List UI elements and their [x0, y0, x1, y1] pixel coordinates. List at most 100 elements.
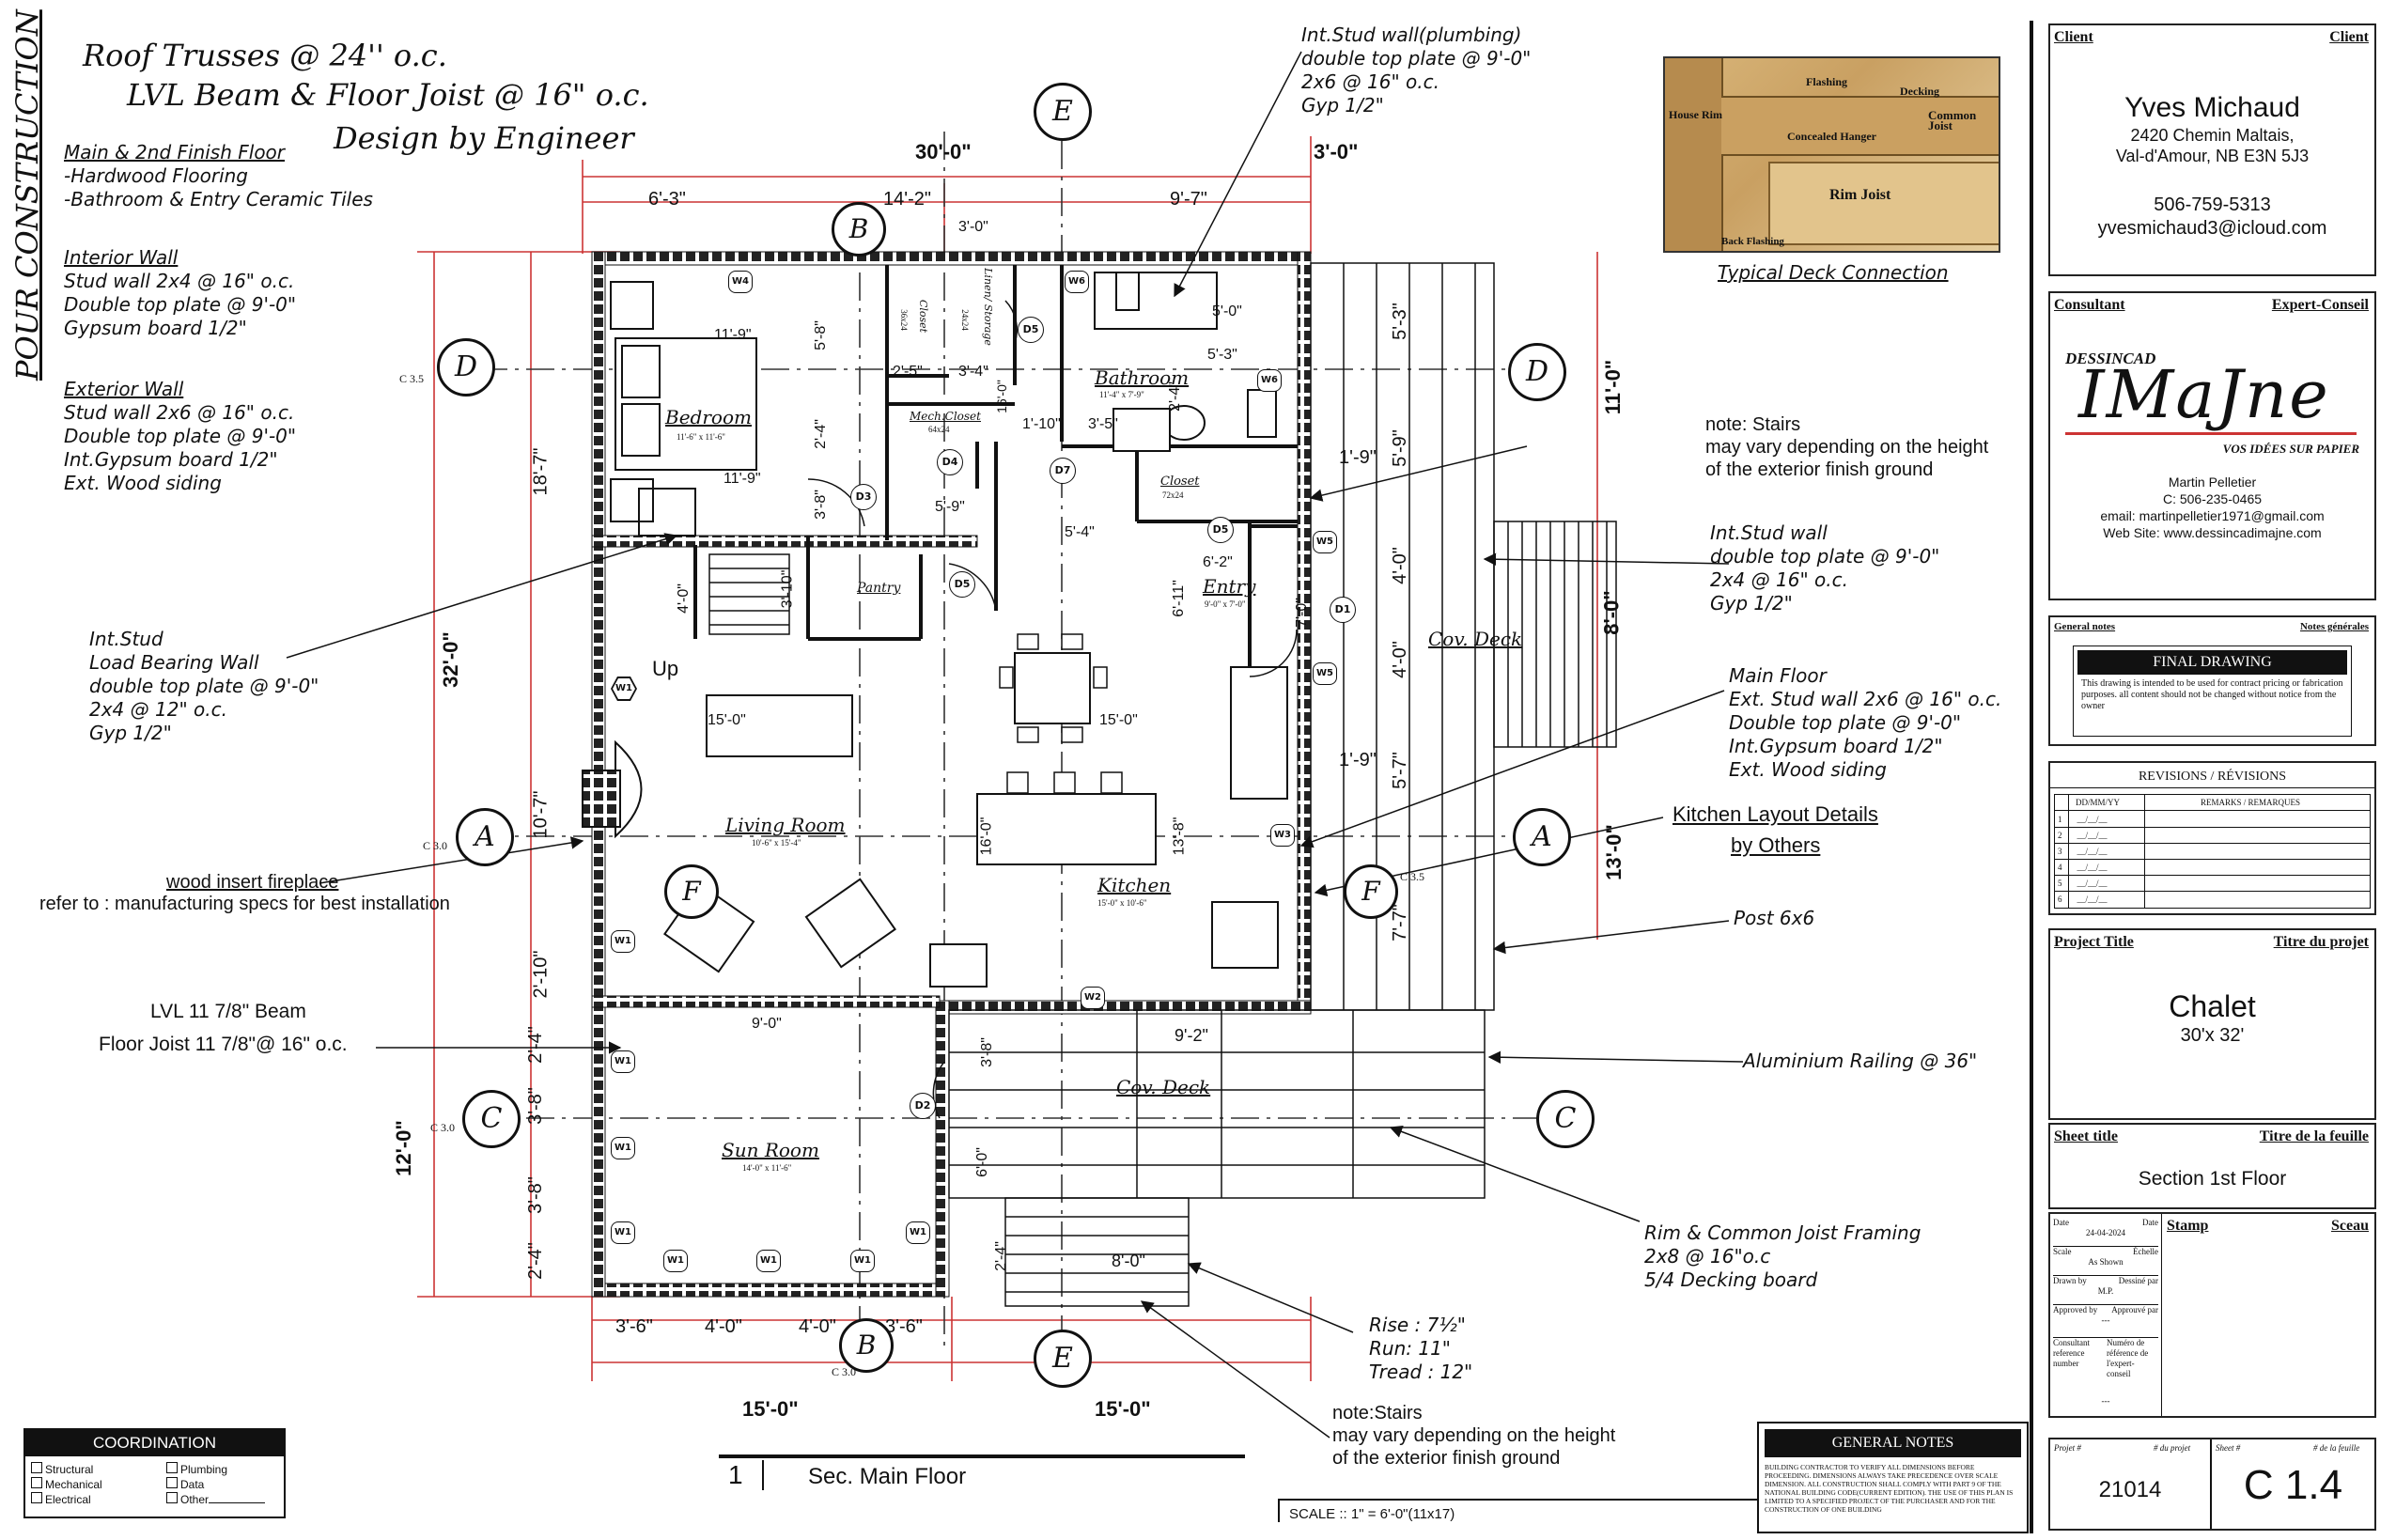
dim-top-b: 14'-2"	[883, 189, 931, 210]
room-name: Pantry	[857, 581, 901, 596]
deck-label: Common Joist	[1928, 108, 1977, 132]
stairs-note-bottom-line: may vary depending on the height	[1332, 1425, 1616, 1446]
room-size: 11'-6" x 11'-6"	[677, 432, 725, 442]
rim-joist-line: Rim & Common Joist Framing	[1644, 1221, 1921, 1244]
dim-interior: 6'-0"	[973, 1147, 990, 1177]
dim-left-total: 32'-0"	[438, 631, 462, 688]
titleblock-frame	[2030, 21, 2033, 1533]
revision-row[interactable]: 1__/__/__	[2055, 812, 2370, 828]
deck-label: Decking	[1900, 85, 1939, 98]
dim-bottom: 4'-0"	[705, 1316, 742, 1337]
exterior-wall-line: Double top plate @ 9'-0"	[64, 425, 297, 447]
dim-deck: 5'-3"	[1389, 303, 1410, 340]
main-floor-line: Main Floor	[1729, 664, 1827, 687]
dim-left-a: 18'-7"	[530, 447, 552, 496]
dim-deck: 4'-0"	[1389, 641, 1410, 678]
room-name: Bedroom	[665, 406, 752, 428]
dim-bottom-total: 15'-0"	[1095, 1397, 1151, 1421]
interior-wall-title: Interior Wall	[64, 246, 179, 269]
rise-line: Run: 11"	[1369, 1337, 1451, 1360]
revision-row[interactable]: 4__/__/__	[2055, 860, 2370, 876]
project-label: Project Title	[2054, 934, 2134, 950]
coordination-item[interactable]: Structural	[31, 1462, 102, 1477]
coordination-title: COORDINATION	[25, 1430, 284, 1456]
final-drawing-text: This drawing is intended to be used for …	[2081, 678, 2343, 711]
exterior-wall-line: Stud wall 2x6 @ 16" o.c.	[64, 401, 295, 424]
client-email[interactable]: yvesmichaud3@icloud.com	[2097, 218, 2327, 239]
section-ref-label: C 3.5	[399, 372, 425, 385]
stairs-note-bottom-line: of the exterior finish ground	[1332, 1448, 1561, 1469]
consultant-email[interactable]: email: martinpelletier1971@gmail.com	[2100, 508, 2325, 523]
dim-interior: 6'-2"	[1203, 554, 1233, 570]
interior-wall-line: Gypsum board 1/2"	[64, 317, 247, 339]
room-size: 72x24	[1162, 490, 1184, 500]
rim-joist-line: 5/4 Decking board	[1644, 1268, 1818, 1291]
project-label-fr: Titre du projet	[2273, 934, 2369, 950]
dim-top-c: 9'-7"	[1170, 189, 1207, 210]
general-notes-box: GENERAL NOTES BUILDING CONTRACTOR TO VER…	[1757, 1422, 2029, 1533]
dim-interior: 9'-0"	[752, 1016, 782, 1032]
window-tag: W1	[611, 1050, 635, 1073]
client-address: Val-d'Amour, NB E3N 5J3	[2115, 147, 2310, 165]
revisions-box: REVISIONS / RÉVISIONS DD/MM/YY REMARKS /…	[2048, 761, 2376, 915]
dim-interior: 2'-4"	[1166, 381, 1183, 412]
window-tag: W5	[1313, 662, 1337, 685]
finish-floor-line: -Hardwood Flooring	[64, 164, 248, 187]
general-notes-label-fr: Notes générales	[2299, 621, 2369, 632]
logo-tagline: VOS IDÉES SUR PAPIER	[2222, 442, 2359, 456]
revision-row[interactable]: 6__/__/__	[2058, 894, 2108, 904]
plumbing-wall-line: Int.Stud wall(plumbing)	[1301, 23, 1522, 46]
sheet-number: C 1.4	[2243, 1462, 2343, 1508]
dim-right-c: 13'-0"	[1601, 824, 1626, 880]
dining-chairs	[999, 633, 1123, 794]
door-tag: D1	[1330, 597, 1356, 623]
coordination-item[interactable]: Other	[166, 1492, 266, 1507]
dim-interior: 13'-8"	[1171, 817, 1188, 856]
dim-interior: 3'-0"	[958, 219, 988, 235]
revision-col: DD/MM/YY	[2076, 798, 2121, 807]
dim-interior: 11'-9"	[714, 327, 752, 343]
dim-interior: 3'-5"	[1088, 416, 1118, 432]
plumbing-wall-line: Gyp 1/2"	[1301, 94, 1384, 117]
dim-deck: 1'-9"	[1339, 750, 1377, 770]
lvl-beam-note: LVL Beam & Floor Joist @ 16" o.c.	[127, 77, 649, 113]
room-size: 9'-0" x 7'-0"	[1205, 599, 1246, 609]
dim-left-c: 10'-7"	[530, 790, 552, 839]
coordination-item[interactable]: Mechanical	[31, 1477, 102, 1492]
grid-bubble-a-left: A	[456, 808, 514, 866]
grid-bubble-c-right: C	[1536, 1090, 1595, 1148]
dim-top-a: 6'-3"	[648, 189, 686, 210]
fireplace-title: wood insert fireplace	[166, 872, 339, 893]
door-tag: D7	[1050, 458, 1076, 484]
dim-interior: 3'-8"	[812, 490, 829, 520]
section-title-block: 1 Sec. Main Floor	[719, 1454, 1245, 1496]
door-tag: D5	[1207, 517, 1234, 543]
coordination-item[interactable]: Electrical	[31, 1492, 102, 1507]
coordination-item[interactable]: Plumbing	[166, 1462, 265, 1477]
dim-interior: 3'-10"	[779, 569, 796, 609]
revision-row[interactable]: 2__/__/__	[2055, 828, 2370, 844]
section-ref-label: C 3.0	[832, 1365, 857, 1378]
int-stud-right-line: Gyp 1/2"	[1710, 592, 1793, 614]
section-number: 1	[728, 1460, 764, 1490]
window-tag: W1	[611, 930, 635, 953]
grid-bubble-f-right: F	[1344, 864, 1398, 919]
deck-label: House Rim	[1669, 108, 1722, 121]
revision-row[interactable]: 3__/__/__	[2055, 844, 2370, 860]
client-name: Yves Michaud	[2124, 92, 2300, 123]
sheet-label-fr: Titre de la feuille	[2259, 1128, 2369, 1144]
final-drawing-box: General notes Notes générales FINAL DRAW…	[2048, 615, 2376, 746]
consultant-website[interactable]: Web Site: www.dessincadimajne.com	[2103, 525, 2322, 540]
revision-row[interactable]: 5__/__/__	[2055, 876, 2370, 892]
dim-bottom: 3'-6"	[885, 1316, 923, 1337]
exterior-walls	[591, 251, 1312, 1298]
section-ref-label: C 3.5	[1400, 870, 1425, 883]
client-box: Client Client Yves Michaud 2420 Chemin M…	[2048, 23, 2376, 276]
consultant-label: Consultant	[2054, 297, 2125, 313]
room-name: Entry	[1203, 575, 1256, 598]
coordination-item[interactable]: Data	[166, 1477, 265, 1492]
consultant-label-fr: Expert-Conseil	[2271, 297, 2369, 313]
small-label: Linen/ Storage	[981, 268, 994, 346]
